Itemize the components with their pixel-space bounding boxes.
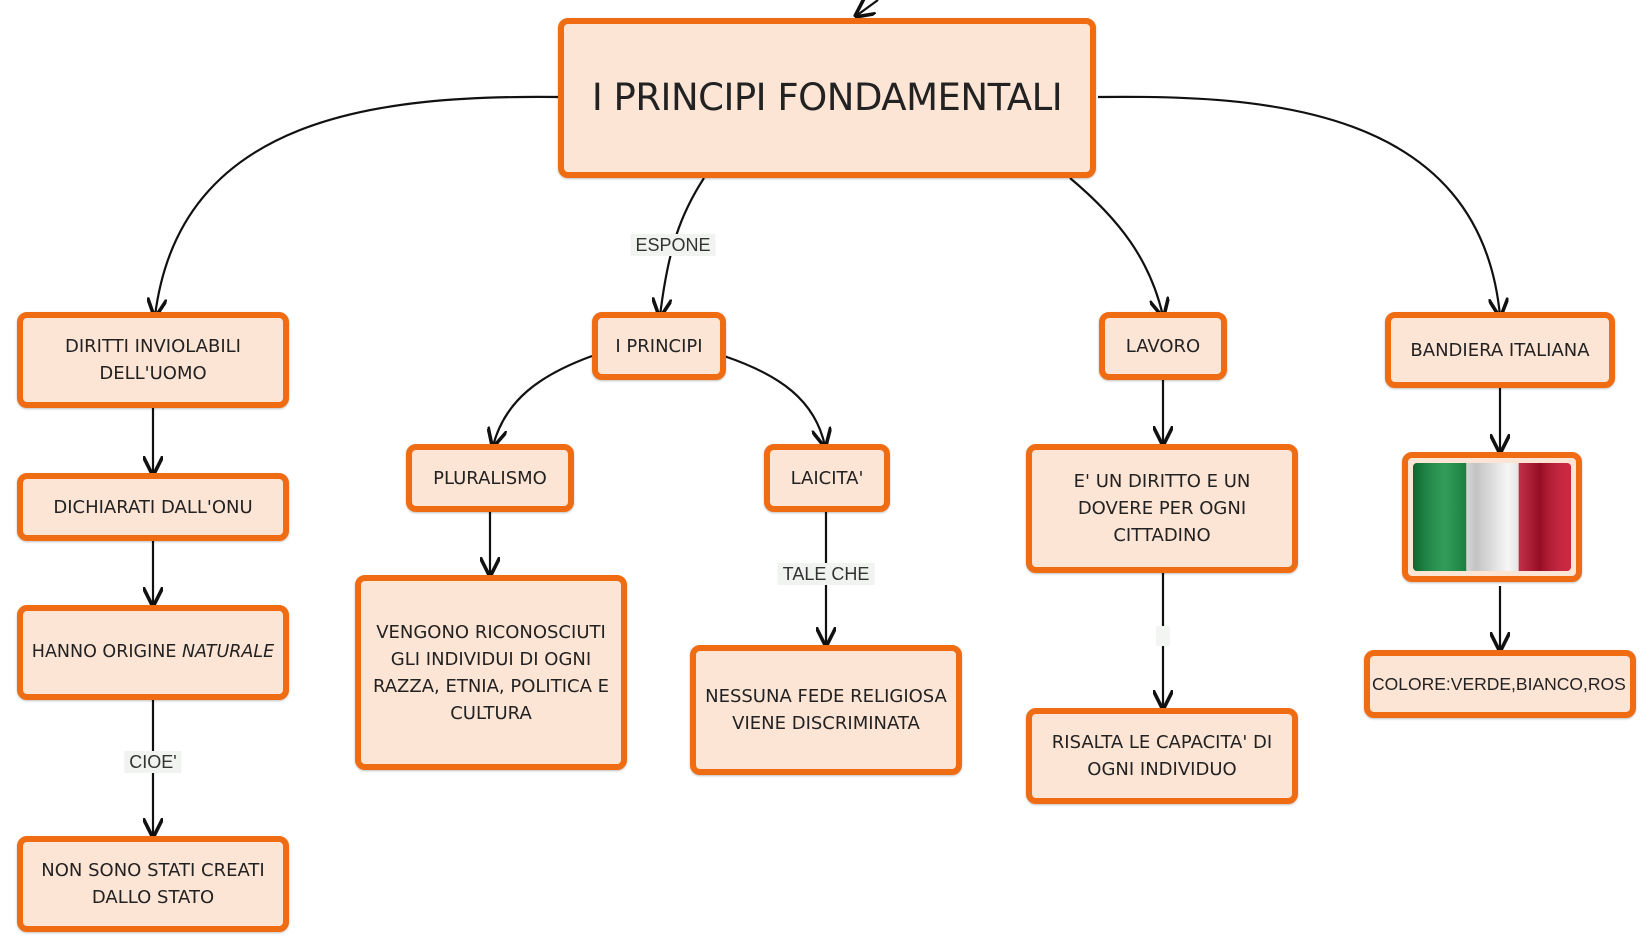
- edge-label-cioe: CIOE': [124, 751, 182, 773]
- node-i-principi[interactable]: I PRINCIPI: [592, 312, 726, 380]
- node-lavoro[interactable]: LAVORO: [1099, 312, 1227, 380]
- node-laicita[interactable]: LAICITA': [764, 444, 890, 512]
- node-capacita-text: RISALTA LE CAPACITA' DI OGNI INDIVIDUO: [1051, 732, 1273, 780]
- node-dichiarati-onu[interactable]: DICHIARATI DALL'ONU: [17, 473, 289, 541]
- node-diritti-inviolabili[interactable]: DIRITTI INVIOLABILI DELL'UOMO: [17, 312, 289, 408]
- node-riconosciuti[interactable]: VENGONO RICONOSCIUTI GLI INDIVIDUI DI OG…: [355, 575, 627, 770]
- node-non-creati[interactable]: NON SONO STATI CREATI DALLO STATO: [17, 836, 289, 932]
- node-origine-text: HANNO ORIGINE NATURALE: [32, 639, 274, 666]
- edge-principi-pluralismo: [493, 354, 593, 446]
- edge-incoming-top: [856, 0, 879, 16]
- italian-flag-icon: [1413, 463, 1571, 571]
- node-origine-naturale[interactable]: HANNO ORIGINE NATURALE: [17, 605, 289, 700]
- origine-prefix: HANNO ORIGINE: [31, 642, 182, 662]
- node-fede-text: NESSUNA FEDE RELIGIOSA VIENE DISCRIMINAT…: [705, 686, 947, 734]
- node-principi-text: I PRINCIPI: [615, 335, 703, 357]
- node-pluralismo-text: PLURALISMO: [433, 467, 547, 489]
- edge-principi-laicita: [723, 354, 825, 446]
- edge-title-bandiera: [1097, 95, 1500, 316]
- edge-label-tale-che: TALE CHE: [777, 563, 875, 585]
- node-pluralismo[interactable]: PLURALISMO: [406, 444, 574, 512]
- node-lavoro-text: LAVORO: [1125, 335, 1201, 357]
- edge-title-diritti: [155, 95, 559, 316]
- node-dichiarati-text: DICHIARATI DALL'ONU: [53, 496, 253, 518]
- edge-label-espone: ESPONE: [630, 234, 716, 256]
- node-laicita-text: LAICITA': [790, 467, 864, 489]
- italian-flag-node[interactable]: [1402, 452, 1582, 582]
- node-fede[interactable]: NESSUNA FEDE RELIGIOSA VIENE DISCRIMINAT…: [690, 645, 962, 775]
- main-title-text: I PRINCIPI FONDAMENTALI: [591, 76, 1063, 119]
- edge-title-lavoro: [1069, 177, 1163, 316]
- origine-italic: NATURALE: [181, 642, 275, 662]
- node-diritti-text: DIRITTI INVIOLABILI DELL'UOMO: [64, 336, 241, 384]
- node-diritto-dovere-text: E' UN DIRITTO E UN DOVERE PER OGNI CITTA…: [1073, 471, 1251, 546]
- node-bandiera-text: BANDIERA ITALIANA: [1410, 339, 1590, 361]
- edge-label-blank: [1156, 626, 1170, 646]
- node-non-creati-text: NON SONO STATI CREATI DALLO STATO: [41, 860, 265, 908]
- node-bandiera-italiana[interactable]: BANDIERA ITALIANA: [1385, 312, 1615, 388]
- node-diritto-dovere[interactable]: E' UN DIRITTO E UN DOVERE PER OGNI CITTA…: [1026, 444, 1298, 573]
- main-title-node[interactable]: I PRINCIPI FONDAMENTALI: [558, 18, 1096, 178]
- node-colore-text: COLORE:VERDE,BIANCO,ROS: [1372, 673, 1626, 694]
- node-riconosciuti-text: VENGONO RICONOSCIUTI GLI INDIVIDUI DI OG…: [372, 621, 610, 724]
- node-colore[interactable]: COLORE:VERDE,BIANCO,ROS: [1364, 650, 1636, 718]
- node-capacita[interactable]: RISALTA LE CAPACITA' DI OGNI INDIVIDUO: [1026, 708, 1298, 804]
